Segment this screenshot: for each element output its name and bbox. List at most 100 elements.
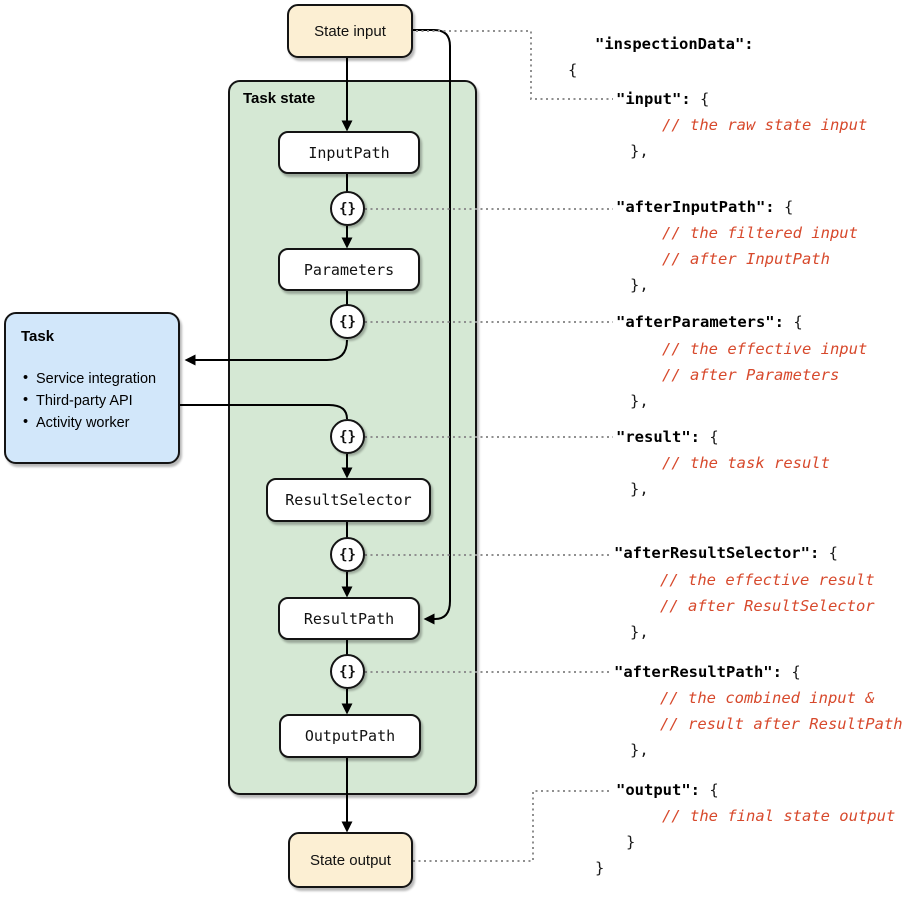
task-box-title: Task xyxy=(21,328,55,345)
json-key-text: "inspectionData": xyxy=(595,35,754,53)
json-rest-text: { xyxy=(700,428,719,446)
task-box-item: Third-party API xyxy=(21,392,168,409)
json-comment-text: // the effective result xyxy=(660,571,875,589)
json-comment-text: // the combined input & xyxy=(660,689,875,707)
resultpath-node: ResultPath xyxy=(278,597,420,640)
resultpath-label: ResultPath xyxy=(303,609,395,628)
json-line-comment: // result after ResultPath xyxy=(660,714,903,734)
json-line-closebrace: }, xyxy=(630,391,649,411)
payload-circle-afterresultselector: {} xyxy=(330,537,365,572)
outputpath-node: OutputPath xyxy=(279,714,421,758)
state-input-label: State input xyxy=(314,22,386,40)
json-key-text: "afterResultSelector": xyxy=(614,544,820,562)
json-line-comment: // the effective input xyxy=(662,339,867,359)
state-input-node: State input xyxy=(287,4,413,58)
json-line-closebrace: }, xyxy=(630,740,649,760)
json-rest-text: { xyxy=(690,90,710,108)
json-rest-text: { xyxy=(783,313,803,331)
line-task-to-circle3 xyxy=(180,404,348,420)
json-rest-text: { xyxy=(700,781,719,799)
json-line-afterparameters: "afterParameters": { xyxy=(616,312,803,332)
json-key-text: "result": xyxy=(616,428,700,446)
json-comment-text: // the raw state input xyxy=(662,116,868,134)
json-line-inspectiondata: "inspectionData": xyxy=(595,34,754,54)
payload-circle-result: {} xyxy=(330,419,365,454)
json-rest-text: { xyxy=(819,544,838,562)
json-line-comment: // the filtered input xyxy=(662,223,858,243)
json-key-text: "afterInputPath": xyxy=(616,198,775,216)
json-line-afterresultselector: "afterResultSelector": { xyxy=(614,543,838,563)
json-key-text: "input": xyxy=(616,90,691,108)
braces-icon: {} xyxy=(339,546,356,563)
json-line-closebrace: }, xyxy=(630,141,649,161)
parameters-label: Parameters xyxy=(303,260,395,279)
inputpath-node: InputPath xyxy=(278,131,420,174)
json-brace-text: } xyxy=(595,859,605,877)
task-box-item: Service integration xyxy=(21,370,168,387)
braces-icon: {} xyxy=(339,428,356,445)
json-brace-text: }, xyxy=(630,142,649,160)
json-line-comment: // the combined input & xyxy=(660,688,875,708)
json-comment-text: // the filtered input xyxy=(662,224,858,242)
json-line-result: "result": { xyxy=(616,427,719,447)
json-comment-text: // after ResultSelector xyxy=(660,597,875,615)
json-line-output: "output": { xyxy=(616,780,719,800)
json-line-openbrace: { xyxy=(568,60,577,80)
json-rest-text: { xyxy=(774,198,794,216)
dotted-stateinput-to-json-input xyxy=(416,30,613,100)
dotted-stateoutput-to-json-output xyxy=(413,790,612,862)
json-line-closebrace: }, xyxy=(630,622,649,642)
resultselector-node: ResultSelector xyxy=(266,478,431,522)
arrow-stateinput-bypass-to-resultpath xyxy=(413,29,451,625)
json-line-closebrace: } xyxy=(626,832,635,852)
json-brace-text: } xyxy=(626,833,636,851)
payload-circle-afterresultpath: {} xyxy=(330,654,365,689)
json-line-comment: // the final state output xyxy=(662,806,895,826)
json-line-comment: // after ResultSelector xyxy=(660,596,875,616)
json-brace-text: }, xyxy=(630,392,649,410)
state-output-label: State output xyxy=(310,851,391,869)
json-brace-text: }, xyxy=(630,276,649,294)
parameters-node: Parameters xyxy=(278,248,420,291)
json-line-closebrace: }, xyxy=(630,479,649,499)
json-line-comment: // the raw state input xyxy=(662,115,867,135)
json-brace-text: }, xyxy=(630,480,649,498)
json-brace-text: }, xyxy=(630,623,649,641)
inputpath-label: InputPath xyxy=(308,143,390,162)
payload-circle-afterparameters: {} xyxy=(330,304,365,339)
json-comment-text: // result after ResultPath xyxy=(660,715,903,733)
json-rest-text: { xyxy=(781,663,801,681)
outputpath-label: OutputPath xyxy=(304,727,396,745)
json-comment-text: // the final state output xyxy=(662,807,896,825)
json-line-closebrace: }, xyxy=(630,275,649,295)
resultselector-label: ResultSelector xyxy=(285,491,412,509)
arrow-circle2-to-task xyxy=(184,339,348,366)
json-comment-text: // after InputPath xyxy=(662,250,830,268)
payload-circle-afterinputpath: {} xyxy=(330,191,365,226)
json-brace-text: }, xyxy=(630,741,649,759)
json-line-comment: // the effective result xyxy=(660,570,875,590)
task-state-label: Task state xyxy=(243,90,316,107)
json-line-closebrace-final: } xyxy=(595,858,604,878)
json-key-text: "afterParameters": xyxy=(616,313,784,331)
json-key-text: "afterResultPath": xyxy=(614,663,782,681)
json-comment-text: // after Parameters xyxy=(662,366,840,384)
json-line-input: "input": { xyxy=(616,89,709,109)
json-line-comment: // the task result xyxy=(662,453,830,473)
braces-icon: {} xyxy=(339,200,356,217)
json-line-afterresultpath: "afterResultPath": { xyxy=(614,662,801,682)
json-line-comment: // after InputPath xyxy=(662,249,830,269)
json-brace-text: { xyxy=(568,61,578,79)
state-output-node: State output xyxy=(288,832,413,888)
json-comment-text: // the effective input xyxy=(662,340,868,358)
json-key-text: "output": xyxy=(616,781,700,799)
task-box-list: Service integration Third-party API Acti… xyxy=(21,370,168,431)
json-line-afterinputpath: "afterInputPath": { xyxy=(616,197,793,217)
json-comment-text: // the task result xyxy=(662,454,830,472)
braces-icon: {} xyxy=(339,663,356,680)
braces-icon: {} xyxy=(339,313,356,330)
task-box-item: Activity worker xyxy=(21,414,168,431)
json-line-comment: // after Parameters xyxy=(662,365,839,385)
